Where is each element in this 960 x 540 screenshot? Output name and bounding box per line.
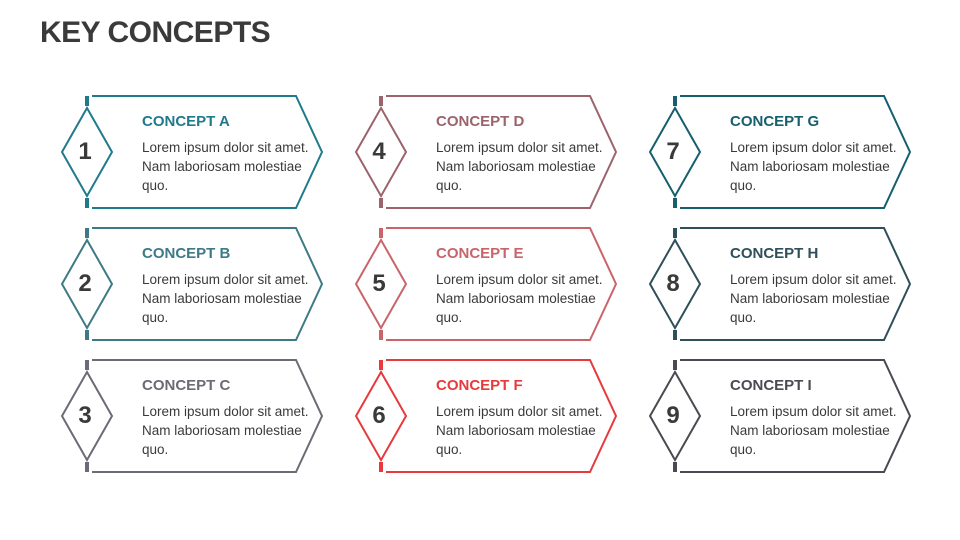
concept-card-d: 4 CONCEPT D Lorem ipsum dolor sit amet. … xyxy=(354,94,624,214)
concept-description: Lorem ipsum dolor sit amet. Nam laborios… xyxy=(730,140,897,193)
page-title: KEY CONCEPTS xyxy=(40,16,271,49)
concept-number: 1 xyxy=(78,138,92,165)
concept-number: 6 xyxy=(372,402,386,429)
concept-card-e: 5 CONCEPT E Lorem ipsum dolor sit amet. … xyxy=(354,226,624,346)
concept-heading: CONCEPT E xyxy=(436,245,524,262)
concept-card-i: 9 CONCEPT I Lorem ipsum dolor sit amet. … xyxy=(648,358,918,478)
concept-heading: CONCEPT H xyxy=(730,245,819,262)
concept-number: 3 xyxy=(78,402,92,429)
concept-card-f: 6 CONCEPT F Lorem ipsum dolor sit amet. … xyxy=(354,358,624,478)
concept-card-b-frame xyxy=(60,227,324,341)
concept-heading: CONCEPT I xyxy=(730,377,812,394)
concept-description: Lorem ipsum dolor sit amet. Nam laborios… xyxy=(436,272,603,325)
concept-heading: CONCEPT C xyxy=(142,377,231,394)
concept-card-f-frame xyxy=(354,359,618,473)
concept-number: 4 xyxy=(372,138,386,165)
concept-description: Lorem ipsum dolor sit amet. Nam laborios… xyxy=(142,272,309,325)
concept-description: Lorem ipsum dolor sit amet. Nam laborios… xyxy=(730,272,897,325)
concept-description: Lorem ipsum dolor sit amet. Nam laborios… xyxy=(730,404,897,457)
concept-card-c-frame xyxy=(60,359,324,473)
concept-heading: CONCEPT F xyxy=(436,377,523,394)
concept-card-g: 7 CONCEPT G Lorem ipsum dolor sit amet. … xyxy=(648,94,918,214)
concept-heading: CONCEPT G xyxy=(730,113,820,130)
concept-card-h-frame xyxy=(648,227,912,341)
concept-heading: CONCEPT D xyxy=(436,113,525,130)
concept-description: Lorem ipsum dolor sit amet. Nam laborios… xyxy=(436,404,603,457)
concept-card-e-frame xyxy=(354,227,618,341)
concept-number: 8 xyxy=(666,270,680,297)
concept-card-i-frame xyxy=(648,359,912,473)
concept-card-a-frame xyxy=(60,95,324,209)
concept-number: 7 xyxy=(666,138,680,165)
concept-card-h: 8 CONCEPT H Lorem ipsum dolor sit amet. … xyxy=(648,226,918,346)
concept-number: 2 xyxy=(78,270,92,297)
concept-description: Lorem ipsum dolor sit amet. Nam laborios… xyxy=(436,140,603,193)
concept-number: 5 xyxy=(372,270,386,297)
concept-card-d-frame xyxy=(354,95,618,209)
concept-description: Lorem ipsum dolor sit amet. Nam laborios… xyxy=(142,140,309,193)
concept-heading: CONCEPT B xyxy=(142,245,231,262)
concept-heading: CONCEPT A xyxy=(142,113,230,130)
concept-number: 9 xyxy=(666,402,680,429)
concept-card-c: 3 CONCEPT C Lorem ipsum dolor sit amet. … xyxy=(60,358,330,478)
concept-description: Lorem ipsum dolor sit amet. Nam laborios… xyxy=(142,404,309,457)
concept-card-b: 2 CONCEPT B Lorem ipsum dolor sit amet. … xyxy=(60,226,330,346)
concept-card-a: 1 CONCEPT A Lorem ipsum dolor sit amet. … xyxy=(60,94,330,214)
concept-card-g-frame xyxy=(648,95,912,209)
